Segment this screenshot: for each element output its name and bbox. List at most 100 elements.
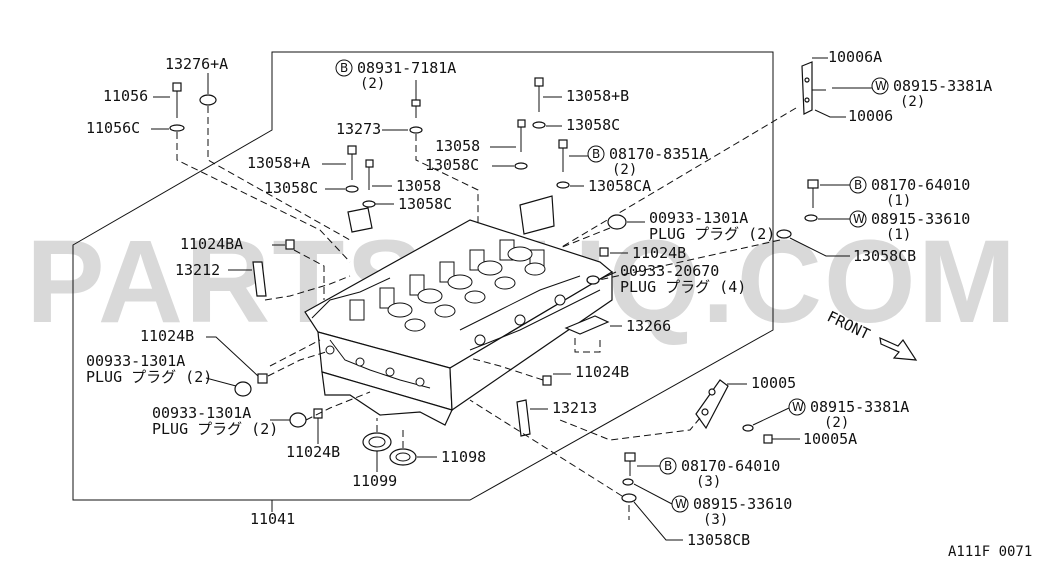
label-10006a: 10006A	[828, 48, 882, 66]
label-08915-3381a-bot: 08915-3381A	[810, 398, 909, 416]
label-10005a: 10005A	[803, 430, 857, 448]
part-10005a-bolt	[763, 434, 790, 444]
part-11024ba	[285, 239, 295, 250]
qty-08170-64010-top: (1)	[886, 193, 911, 209]
qty-08170-8351a: (2)	[612, 162, 637, 178]
diagram-code: A111F 0071	[948, 544, 1032, 560]
part-08170-64010-bolt-top	[807, 179, 819, 208]
dashed-guide	[176, 132, 351, 263]
dashed-guide	[469, 399, 623, 497]
dashed-guide	[267, 351, 327, 377]
washer-symbol-icon	[871, 77, 889, 95]
label-08170-64010-bot: 08170-64010	[681, 457, 780, 475]
washer-symbol-icon	[788, 398, 806, 416]
part-13058b-bolt	[534, 77, 544, 112]
part-00933-1301a-plug-l2	[289, 412, 307, 428]
part-10006-bracket	[801, 61, 826, 115]
washer-symbol-text: W	[875, 79, 887, 93]
label-13058-a: 13058	[396, 177, 441, 195]
washer-13058cb-bot	[621, 493, 637, 503]
label-13058c-a: 13058C	[264, 179, 318, 197]
part-08170-bolt	[558, 139, 568, 172]
leader	[599, 271, 617, 280]
part-11056	[169, 82, 185, 132]
label-10005: 10005	[751, 374, 796, 392]
bolt-symbol-icon	[587, 145, 605, 163]
part-11024b-left	[257, 373, 268, 384]
part-13266	[564, 315, 610, 335]
dashed-guide	[574, 338, 601, 353]
label-plug-l1: PLUG プラグ (2)	[86, 368, 212, 386]
label-13058cb-bot: 13058CB	[687, 531, 750, 549]
dashed-guide	[305, 391, 371, 421]
label-11024ba: 11024BA	[180, 235, 243, 253]
part-13058-center-bolt	[517, 119, 526, 152]
label-00933-1301a-l2: 00933-1301A	[152, 404, 251, 422]
qty-08915-33610-top: (1)	[886, 227, 911, 243]
part-13276-a	[199, 94, 217, 106]
cylinder-head-illustration	[304, 195, 614, 426]
label-13058cb-top: 13058CB	[853, 247, 916, 265]
washer-13058c	[532, 121, 546, 129]
label-11024b-l: 11024B	[140, 327, 194, 345]
label-13213: 13213	[552, 399, 597, 417]
assembly-label: 11041	[250, 510, 295, 528]
part-08931-bolt	[411, 99, 421, 118]
label-13273: 13273	[336, 120, 381, 138]
qty-08915-3381a-bot: (2)	[824, 415, 849, 431]
washer-13058ca	[556, 181, 570, 189]
leader	[752, 407, 790, 426]
part-11099-seal	[362, 432, 392, 452]
label-13058b: 13058+B	[566, 87, 629, 105]
leader	[633, 483, 673, 505]
label-08170-8351a: 08170-8351A	[609, 145, 708, 163]
dashed-guide	[207, 106, 351, 241]
label-13266: 13266	[626, 317, 671, 335]
label-13058c-b: 13058C	[398, 195, 452, 213]
part-13273	[409, 126, 423, 134]
assembly-frame	[72, 51, 774, 501]
label-13276a: 13276+A	[165, 55, 228, 73]
bolt-symbol-text: B	[340, 61, 348, 75]
label-13058ca: 13058CA	[588, 177, 651, 195]
leader	[789, 237, 850, 257]
dashed-guide	[269, 339, 321, 367]
label-plug-l2: PLUG プラグ (2)	[152, 420, 278, 438]
label-08915-33610-top: 08915-33610	[871, 210, 970, 228]
washer-symbol-text: W	[675, 497, 687, 511]
part-13212-dowel	[252, 261, 267, 297]
label-11024b-m: 11024B	[286, 443, 340, 461]
label-13058c-c: 13058C	[566, 116, 620, 134]
label-11024b-b: 11024B	[575, 363, 629, 381]
part-00933-1301a-plug-l1	[234, 381, 252, 397]
bolt-symbol-text: B	[854, 178, 862, 192]
qty-08915-3381a-top: (2)	[900, 94, 925, 110]
part-10005-bracket	[695, 379, 729, 430]
washer-13058cb-top	[776, 229, 792, 239]
washer-08915-33610-bot	[622, 478, 634, 486]
label-11024b-r: 11024B	[632, 244, 686, 262]
dashed-guide	[264, 275, 351, 301]
part-08170-64010-bolt-bot	[624, 452, 636, 476]
label-11056: 11056	[103, 87, 148, 105]
washer-08915-3381a-bot	[742, 424, 754, 432]
label-00933-20670: 00933-20670	[620, 262, 719, 280]
label-13058-b: 13058	[435, 137, 480, 155]
label-08915-33610-bot: 08915-33610	[693, 495, 792, 513]
dashed-guide	[559, 417, 701, 441]
dashed-guide	[559, 227, 611, 249]
bolt-symbol-text: B	[664, 459, 672, 473]
bolt-symbol-text: B	[592, 147, 600, 161]
qty-08170-64010-bot: (3)	[696, 474, 721, 490]
part-11098-seal	[389, 448, 417, 466]
dashed-guide	[469, 357, 544, 381]
part-11024b-right	[599, 247, 609, 257]
label-13058a: 13058+A	[247, 154, 310, 172]
washer-13058c	[362, 200, 376, 208]
label-00933-1301a-r: 00933-1301A	[649, 209, 748, 227]
label-11098: 11098	[441, 448, 486, 466]
label-10006: 10006	[848, 107, 893, 125]
leader	[814, 109, 846, 118]
